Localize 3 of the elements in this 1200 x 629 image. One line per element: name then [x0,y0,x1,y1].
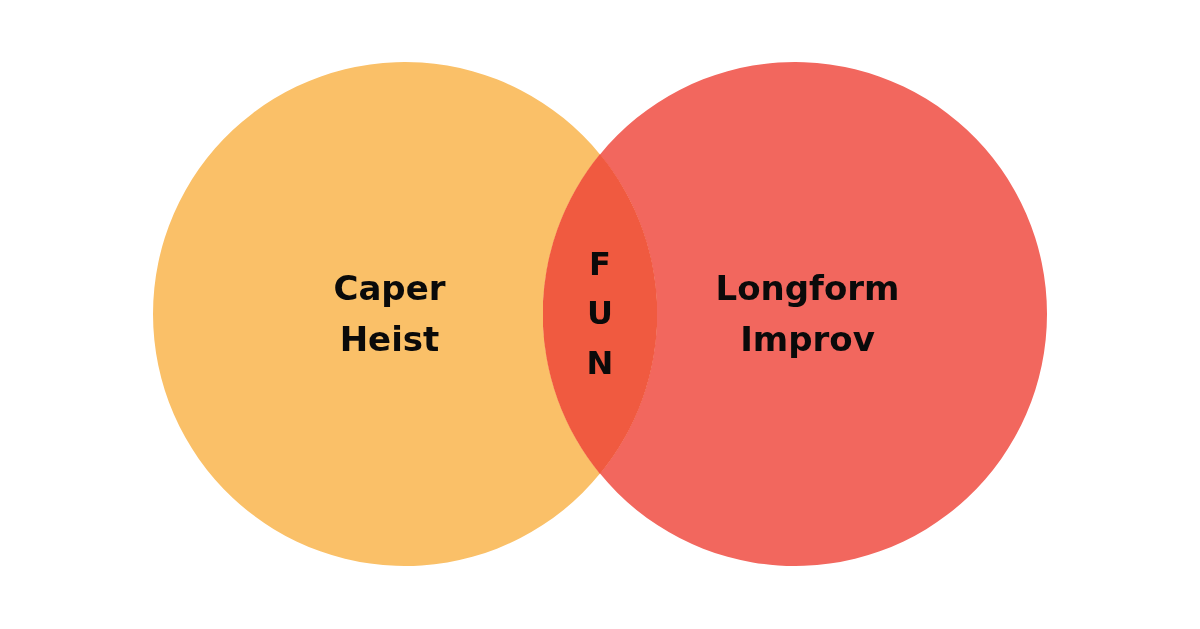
overlap-label: FUN [585,243,615,384]
circle-label: Longform Improv [714,267,901,361]
circle-label: Caper Heist [332,267,447,361]
